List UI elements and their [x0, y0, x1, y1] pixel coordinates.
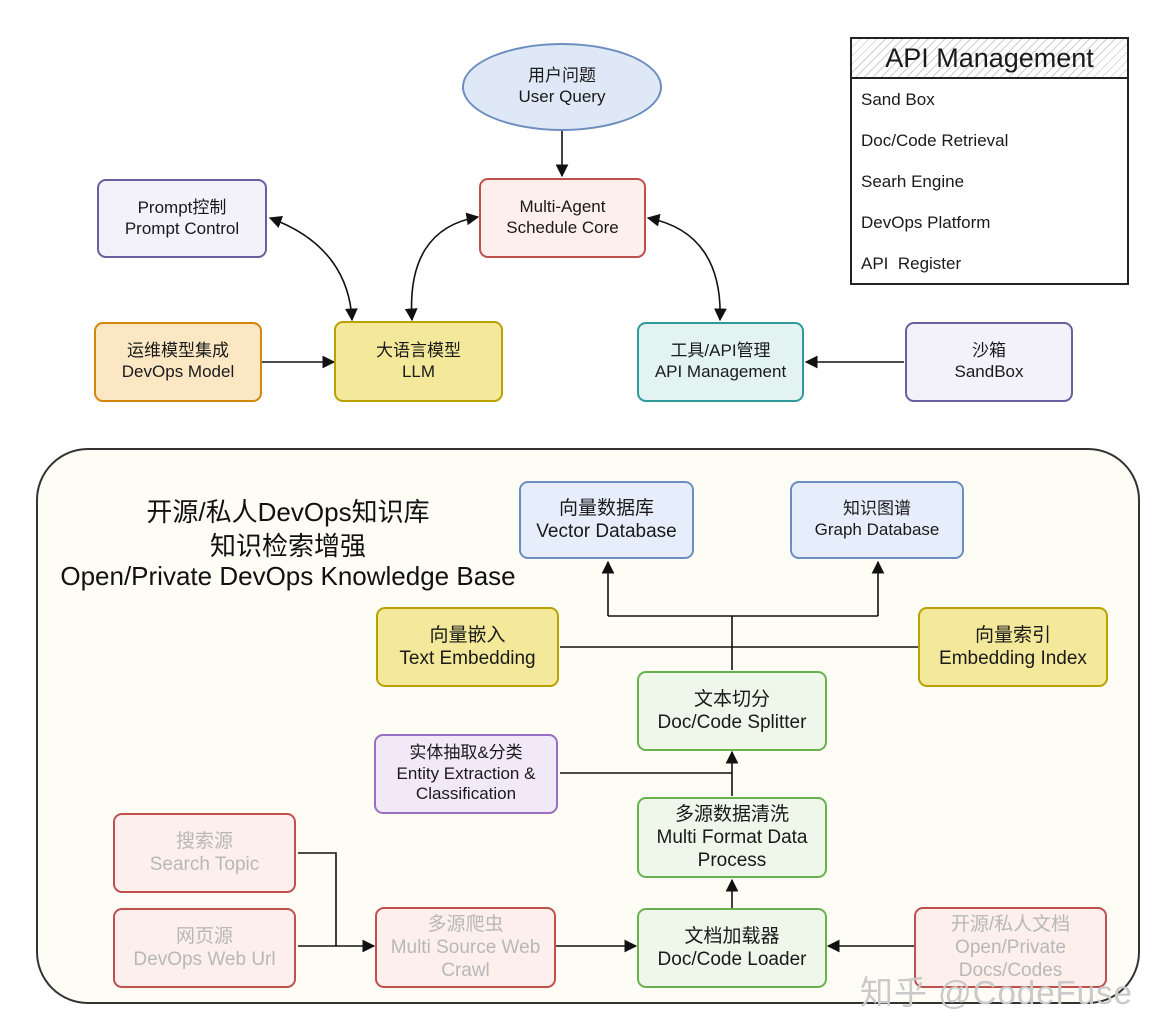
- entity-extraction-en2: Classification: [415, 784, 517, 804]
- edge-llm-core: [404, 212, 480, 322]
- search-topic-node: 搜索源 Search Topic: [113, 813, 296, 893]
- edge-prompt-llm: [268, 215, 358, 322]
- vector-database-zh: 向量数据库: [558, 497, 654, 519]
- multi-agent-node: Multi-Agent Schedule Core: [479, 178, 646, 258]
- api-item-search-engine: Searh Engine: [861, 172, 965, 191]
- embedding-index-zh: 向量索引: [974, 624, 1051, 646]
- api-item-devops-platform: DevOps Platform: [861, 213, 991, 232]
- graph-database-node: 知识图谱 Graph Database: [790, 481, 964, 559]
- private-docs-node: 开源/私人文档 Open/Private Docs/Codes: [914, 907, 1107, 988]
- doc-code-loader-en: Doc/Code Loader: [657, 949, 807, 970]
- watermark: 知乎 @CodeFuse: [860, 974, 1133, 1011]
- api-panel-title: API Management: [852, 39, 1127, 79]
- text-embedding-en: Text Embedding: [399, 648, 536, 669]
- crawl-zh: 多源爬虫: [427, 913, 504, 935]
- user-query-node: 用户问题 User Query: [462, 43, 662, 131]
- crawl-en2: Crawl: [441, 960, 490, 982]
- private-docs-zh: 开源/私人文档: [950, 913, 1071, 935]
- sandbox-zh: 沙箱: [972, 341, 1006, 361]
- text-embedding-zh: 向量嵌入: [429, 624, 506, 646]
- doc-code-splitter-en: Doc/Code Splitter: [657, 712, 807, 733]
- prompt-control-en: Prompt Control: [124, 218, 240, 238]
- web-url-zh: 网页源: [175, 925, 233, 947]
- api-item-doc-code-retrieval: Doc/Code Retrieval: [861, 131, 1009, 150]
- api-item-api-register: API Register: [861, 254, 962, 273]
- sandbox-node: 沙箱 SandBox: [905, 322, 1073, 402]
- api-management-zh: 工具/API管理: [670, 341, 771, 361]
- entity-extraction-en1: Entity Extraction &: [396, 763, 536, 783]
- user-query-zh: 用户问题: [528, 66, 596, 86]
- kb-title-en: Open/Private DevOps Knowledge Base: [60, 561, 516, 591]
- llm-zh: 大语言模型: [376, 340, 461, 360]
- search-topic-en: Search Topic: [149, 854, 260, 875]
- sandbox-en: SandBox: [954, 362, 1024, 381]
- graph-database-en: Graph Database: [814, 520, 940, 539]
- devops-model-zh: 运维模型集成: [127, 341, 229, 361]
- entity-extraction-zh: 实体抽取&分类: [409, 742, 523, 762]
- doc-code-loader-node: 文档加载器 Doc/Code Loader: [637, 908, 827, 988]
- private-docs-en2: Docs/Codes: [958, 960, 1063, 982]
- multi-format-en2: Process: [697, 850, 767, 872]
- private-docs-en1: Open/Private: [955, 936, 1066, 958]
- doc-code-loader-zh: 文档加载器: [684, 925, 780, 947]
- text-embedding-node: 向量嵌入 Text Embedding: [376, 607, 559, 687]
- vector-database-en: Vector Database: [536, 521, 677, 542]
- prompt-control-node: Prompt控制 Prompt Control: [97, 179, 267, 258]
- embedding-index-en: Embedding Index: [939, 648, 1087, 669]
- multi-format-data-node: 多源数据清洗 Multi Format Data Process: [637, 797, 827, 878]
- multi-source-crawl-node: 多源爬虫 Multi Source Web Crawl: [375, 907, 556, 988]
- multi-agent-line2: Schedule Core: [506, 218, 619, 237]
- api-management-panel: API Management Sand Box Doc/Code Retriev…: [850, 37, 1129, 285]
- web-url-node: 网页源 DevOps Web Url: [113, 908, 296, 988]
- doc-code-splitter-zh: 文本切分: [693, 688, 770, 710]
- llm-node: 大语言模型 LLM: [334, 321, 503, 402]
- vector-database-node: 向量数据库 Vector Database: [519, 481, 694, 559]
- llm-en: LLM: [401, 361, 436, 381]
- edge-core-api: [646, 213, 727, 322]
- kb-title-zh-2: 知识检索增强: [209, 531, 366, 561]
- entity-extraction-node: 实体抽取&分类 Entity Extraction & Classificati…: [374, 734, 558, 814]
- crawl-en1: Multi Source Web: [390, 936, 541, 958]
- web-url-en: DevOps Web Url: [133, 949, 276, 970]
- multi-format-en1: Multi Format Data: [656, 826, 808, 848]
- prompt-control-zh: Prompt控制: [137, 197, 227, 217]
- user-query-en: User Query: [518, 87, 606, 106]
- doc-code-splitter-node: 文本切分 Doc/Code Splitter: [637, 671, 827, 751]
- kb-title-zh-1: 开源/私人DevOps知识库: [146, 497, 430, 527]
- multi-agent-line1: Multi-Agent: [519, 197, 606, 217]
- embedding-index-node: 向量索引 Embedding Index: [918, 607, 1108, 687]
- api-management-node: 工具/API管理 API Management: [637, 322, 804, 402]
- devops-model-en: DevOps Model: [121, 362, 235, 381]
- edge-search-to-crawl: [298, 852, 337, 946]
- api-item-sandbox: Sand Box: [861, 90, 935, 109]
- search-topic-zh: 搜索源: [175, 830, 233, 852]
- multi-format-zh: 多源数据清洗: [674, 803, 789, 825]
- devops-model-node: 运维模型集成 DevOps Model: [94, 322, 262, 402]
- api-management-en: API Management: [654, 362, 787, 381]
- graph-database-zh: 知识图谱: [843, 499, 911, 519]
